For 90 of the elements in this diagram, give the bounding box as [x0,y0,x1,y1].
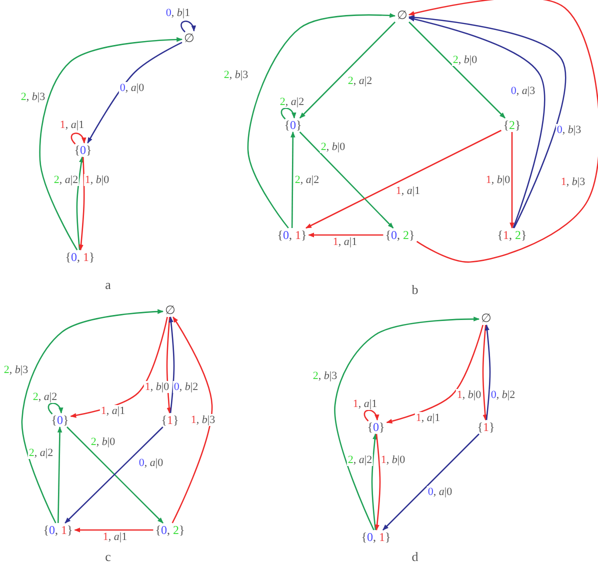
arrow [166,316,172,414]
edge-label: 1, b|3 [560,176,586,188]
arrow [39,37,183,250]
state-label: {1, 2} [496,228,528,242]
arrow [408,22,506,118]
arrow [70,316,168,418]
edge-label: 2, b|0 [320,141,346,153]
arrow [484,324,491,420]
edge-label: 1, b|3 [190,414,216,426]
panel-letter: c [105,549,111,563]
state-label: {0, 1} [64,250,96,264]
edge-label: 2, b|0 [452,54,478,66]
self-loop-arrow [280,108,296,120]
arrow [308,232,384,238]
edge-label: 1, b|0 [380,454,406,466]
arrow [74,528,154,532]
edge-label: 0, b|3 [556,124,582,136]
state-label: ∅ [164,303,176,317]
state-label: {1} [160,413,180,427]
edge-label: 2, b|3 [312,370,338,382]
arrow [408,0,598,263]
edge-label: 0, b|2 [172,381,200,393]
panel-letter: b [412,282,418,298]
edge-label: 1, a|1 [102,531,128,543]
state-label: ∅ [183,31,195,45]
edge-label: 0, b|1 [164,7,192,19]
edge-label: 1, a|1 [394,185,422,197]
edge-label: 1, a|1 [352,398,378,410]
edge-label: 2, a|2 [294,174,320,186]
arrow [482,324,488,421]
arrow [87,42,182,144]
state-label: ∅ [396,8,408,22]
edge-label: 2, a|2 [278,96,306,108]
arrow [334,316,480,530]
state-label: {2} [502,118,522,132]
arrow [374,434,381,531]
state-label: {0, 1} [42,523,74,537]
self-loop-arrow [48,402,63,414]
state-label: {0} [283,118,303,132]
edge-label: 0, b|2 [490,389,516,401]
arrow [386,324,484,424]
state-label: {0} [73,143,93,157]
edge-label: 2, a|2 [52,174,80,186]
edge-label: 1, b|0 [144,381,170,393]
edge-label: 2, b|3 [20,91,46,103]
state-label: {0, 1} [360,530,392,544]
arrow [371,433,378,530]
edge-label: 1, a|1 [332,236,358,248]
arrow [510,132,514,229]
edge-label: 2, b|3 [2,364,30,376]
arrow [168,316,175,414]
arrow [305,130,502,229]
edge-label: 2, b|3 [222,69,250,81]
arrow [172,316,213,524]
edge-label: 2, a|2 [346,75,374,87]
arrow [21,309,164,524]
arrow [57,426,62,524]
arrow [76,156,84,250]
state-label: {0, 2} [154,523,186,537]
state-label: ∅ [480,311,492,325]
edge-label: 1, a|1 [100,405,126,417]
state-label: {0} [366,420,386,434]
edge-label: 1, a|1 [414,412,442,424]
edge-label: 1, a|1 [58,119,86,131]
state-label: {0} [50,413,70,427]
edge-label: 1, b|0 [484,174,512,186]
edge-label: 0, a|3 [510,85,536,97]
self-loop-arrow [364,410,379,422]
arrow [290,131,296,228]
arrow [247,13,396,228]
edge-label: 0, a|0 [426,486,454,498]
arrow [382,434,480,530]
edge-label: 1, b|0 [84,174,110,186]
arrow [78,156,85,251]
state-label: {1} [476,420,496,434]
arrow [299,22,396,118]
edge-label: 2, a|2 [32,391,58,403]
edge-label: 0, a|0 [118,82,146,94]
panel-letter: d [412,549,418,563]
self-loop-arrow [180,20,196,32]
edge-label: 2, a|2 [28,447,54,459]
edge-label: 2, a|2 [346,454,374,466]
edge-label: 0, a|0 [138,457,164,469]
edge-label: 1, b|0 [456,389,482,401]
state-label: {0, 1} [276,228,308,242]
self-loop-arrow [70,132,86,144]
panel-letter: a [105,277,111,293]
state-label: {0, 2} [384,228,416,242]
edge-label: 2, b|0 [90,436,116,448]
arrow [299,132,394,228]
